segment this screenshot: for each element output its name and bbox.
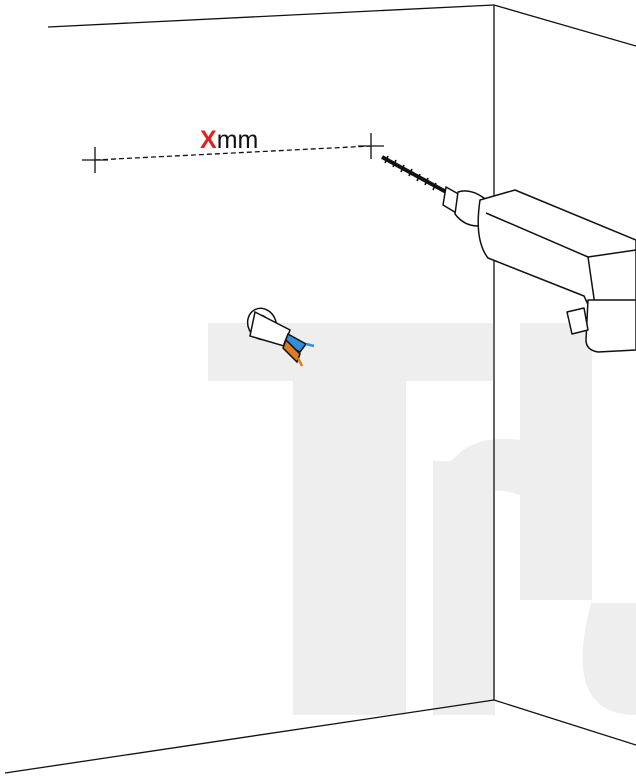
ceiling-line-left [47, 4, 495, 28]
ceiling-line-right [493, 4, 636, 47]
dimension-label: Xmm [200, 126, 258, 154]
dimension-variable: X [200, 126, 217, 154]
wall-plug-with-cable-icon [246, 307, 315, 367]
room-lines [4, 4, 636, 774]
watermark [208, 323, 636, 715]
measurement [82, 133, 384, 173]
floor-line-right [493, 699, 636, 746]
dimension-line [94, 145, 372, 161]
floor-line-left [4, 699, 495, 774]
power-drill-icon [381, 155, 636, 353]
dimension-unit: mm [217, 126, 259, 154]
